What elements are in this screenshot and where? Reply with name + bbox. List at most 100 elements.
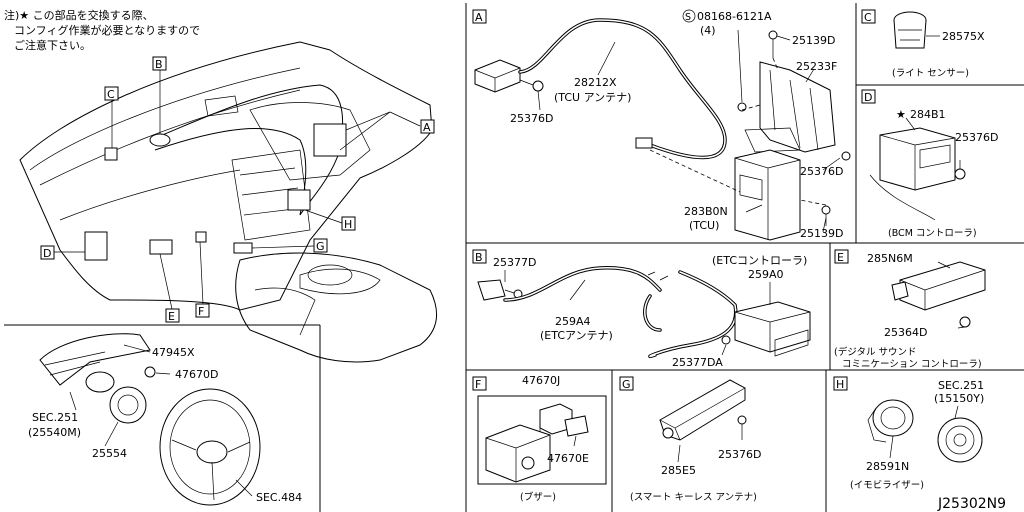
part-285n6m: 285N6M: [867, 252, 913, 265]
immobilizer-antenna: [872, 399, 914, 437]
light-sensor-location: [149, 133, 171, 147]
sound-controller: [899, 261, 986, 311]
panel-e: E 285N6M 25364D (デジタル サウンド コミニケーション コントロ…: [834, 249, 986, 370]
panel-g: G 285E5 25376D (スマート キーレス アンテナ): [619, 376, 761, 503]
part-259a4: 259A4: [555, 315, 591, 328]
part-47670j: 47670J: [522, 374, 560, 387]
panel-f: F 47670J 47670E (ブザー): [472, 374, 607, 503]
part-25139d-a-top: 25139D: [792, 34, 835, 47]
callout-f: F: [198, 305, 204, 318]
note-line-3: ご注意下さい。: [14, 38, 91, 52]
sec-251-immobilizer-ref: (15150Y): [934, 392, 984, 405]
part-283b0n: 283B0N: [684, 205, 728, 218]
callout-e: E: [168, 310, 175, 323]
caption-buzzer: (ブザー): [520, 491, 556, 503]
left-dash-part: [104, 147, 118, 161]
steering-wheel: [159, 388, 261, 506]
tcu-bracket: [759, 61, 836, 153]
bolt-08168-6121a: 08168-6121A: [697, 10, 772, 23]
callout-d: D: [43, 247, 51, 260]
dashboard-overview: [19, 41, 438, 363]
part-25233f: 25233F: [796, 60, 837, 73]
panel-g-letter: G: [622, 378, 631, 391]
part-25376d-d: 25376D: [955, 131, 998, 144]
steering-labels: 47945X 47670D SEC.251 (25540M) 25554 SEC…: [28, 346, 302, 504]
caution-note: 注)★ この部品を交換する際、 コンフィグ作業が必要となりますので ご注意下さい…: [4, 8, 200, 52]
keyless-antenna-location: [233, 242, 253, 254]
panel-f-letter: F: [475, 378, 481, 391]
tcu-antenna-module: [474, 59, 521, 93]
panel-e-letter: E: [837, 251, 844, 264]
panel-d-letter: D: [864, 91, 872, 104]
caption-bcm: (BCM コントローラ): [888, 228, 977, 239]
caption-sound-controller-1: (デジタル サウンド: [834, 346, 917, 358]
sound-controller-location: [149, 239, 173, 255]
drawing-number: J25302N9: [937, 496, 1006, 512]
panel-c: C 28575X (ライト センサー): [861, 9, 985, 79]
caption-immobilizer: (イモビライザー): [850, 480, 924, 491]
sec-251-steering: SEC.251: [32, 411, 78, 424]
etc-antenna-connector: [477, 279, 506, 301]
panel-grid: [4, 3, 1024, 512]
panel-b: B: [472, 249, 811, 359]
overview-callouts: B C A H D G E F: [40, 56, 435, 323]
caption-etc-controller: (ETCコントローラ): [712, 254, 807, 267]
caption-tcu-antenna: (TCU アンテナ): [554, 91, 631, 104]
spiral-cable: [109, 386, 147, 424]
note-line-2: コンフィグ作業が必要となりますので: [14, 23, 200, 37]
caption-sound-controller-2: コミニケーション コントローラ): [842, 359, 982, 370]
panel-h-letter: H: [836, 378, 844, 391]
panel-c-letter: C: [864, 11, 872, 24]
sec-484: SEC.484: [256, 491, 302, 504]
panel-h: H SEC.251 (15150Y) 28591N (イモビライザー): [833, 376, 984, 491]
buzzer-connector: [564, 415, 589, 437]
note-line-1: 注)★ この部品を交換する際、: [4, 8, 154, 22]
part-25376d-g: 25376D: [718, 448, 761, 461]
callout-a: A: [423, 121, 431, 134]
buzzer-location: [195, 231, 207, 243]
caption-keyless-antenna: (スマート キーレス アンテナ): [630, 492, 757, 503]
part-25376d-a-right: 25376D: [800, 165, 843, 178]
panel-d: D ★ 284B1 25376D (BCM コントローラ): [861, 89, 998, 239]
callout-h: H: [344, 218, 352, 231]
part-25376d-a-left: 25376D: [510, 112, 553, 125]
part-28212x: 28212X: [574, 76, 617, 89]
tcu-location: [313, 123, 347, 157]
part-28575x: 28575X: [942, 30, 985, 43]
bolt-quantity: (4): [700, 24, 716, 37]
part-285e5: 285E5: [661, 464, 696, 477]
star-mark-bcm: ★: [896, 108, 906, 121]
part-47670d: 47670D: [175, 368, 218, 381]
part-284b1: 284B1: [910, 108, 946, 121]
buzzer: [485, 424, 551, 483]
part-25377da: 25377DA: [672, 356, 723, 369]
part-47945x: 47945X: [152, 346, 195, 359]
part-259a0: 259A0: [748, 268, 784, 281]
sec-251-immobilizer: SEC.251: [938, 379, 984, 392]
caption-tcu: (TCU): [689, 219, 719, 232]
part-25377d: 25377D: [493, 256, 536, 269]
bcm-location: [84, 231, 108, 261]
panel-a-letter: A: [475, 11, 483, 24]
sec-251-steering-ref: (25540M): [28, 426, 81, 439]
bolt-symbol-s: S: [685, 12, 691, 23]
part-28591n: 28591N: [866, 460, 909, 473]
panel-b-letter: B: [475, 251, 483, 264]
buzzer-detail-frame: [477, 395, 607, 485]
part-47670e: 47670E: [547, 452, 589, 465]
panel-a: A: [472, 9, 851, 241]
caption-etc-antenna: (ETCアンテナ): [540, 329, 613, 342]
immobilizer-location: [287, 189, 311, 211]
caption-light-sensor: (ライト センサー): [892, 68, 969, 79]
part-25554: 25554: [92, 447, 127, 460]
steering-overview: [39, 333, 261, 506]
part-25364d: 25364D: [884, 326, 927, 339]
part-25139d-a-bottom: 25139D: [800, 227, 843, 240]
tcu-unit: [734, 149, 801, 241]
callout-c: C: [107, 88, 115, 101]
callout-g: G: [316, 240, 325, 253]
callout-b: B: [155, 58, 163, 71]
bcm-controller: [879, 127, 956, 191]
panel-a-labels: 28212X (TCU アンテナ) 25376D S 08168-6121A (…: [510, 9, 843, 240]
